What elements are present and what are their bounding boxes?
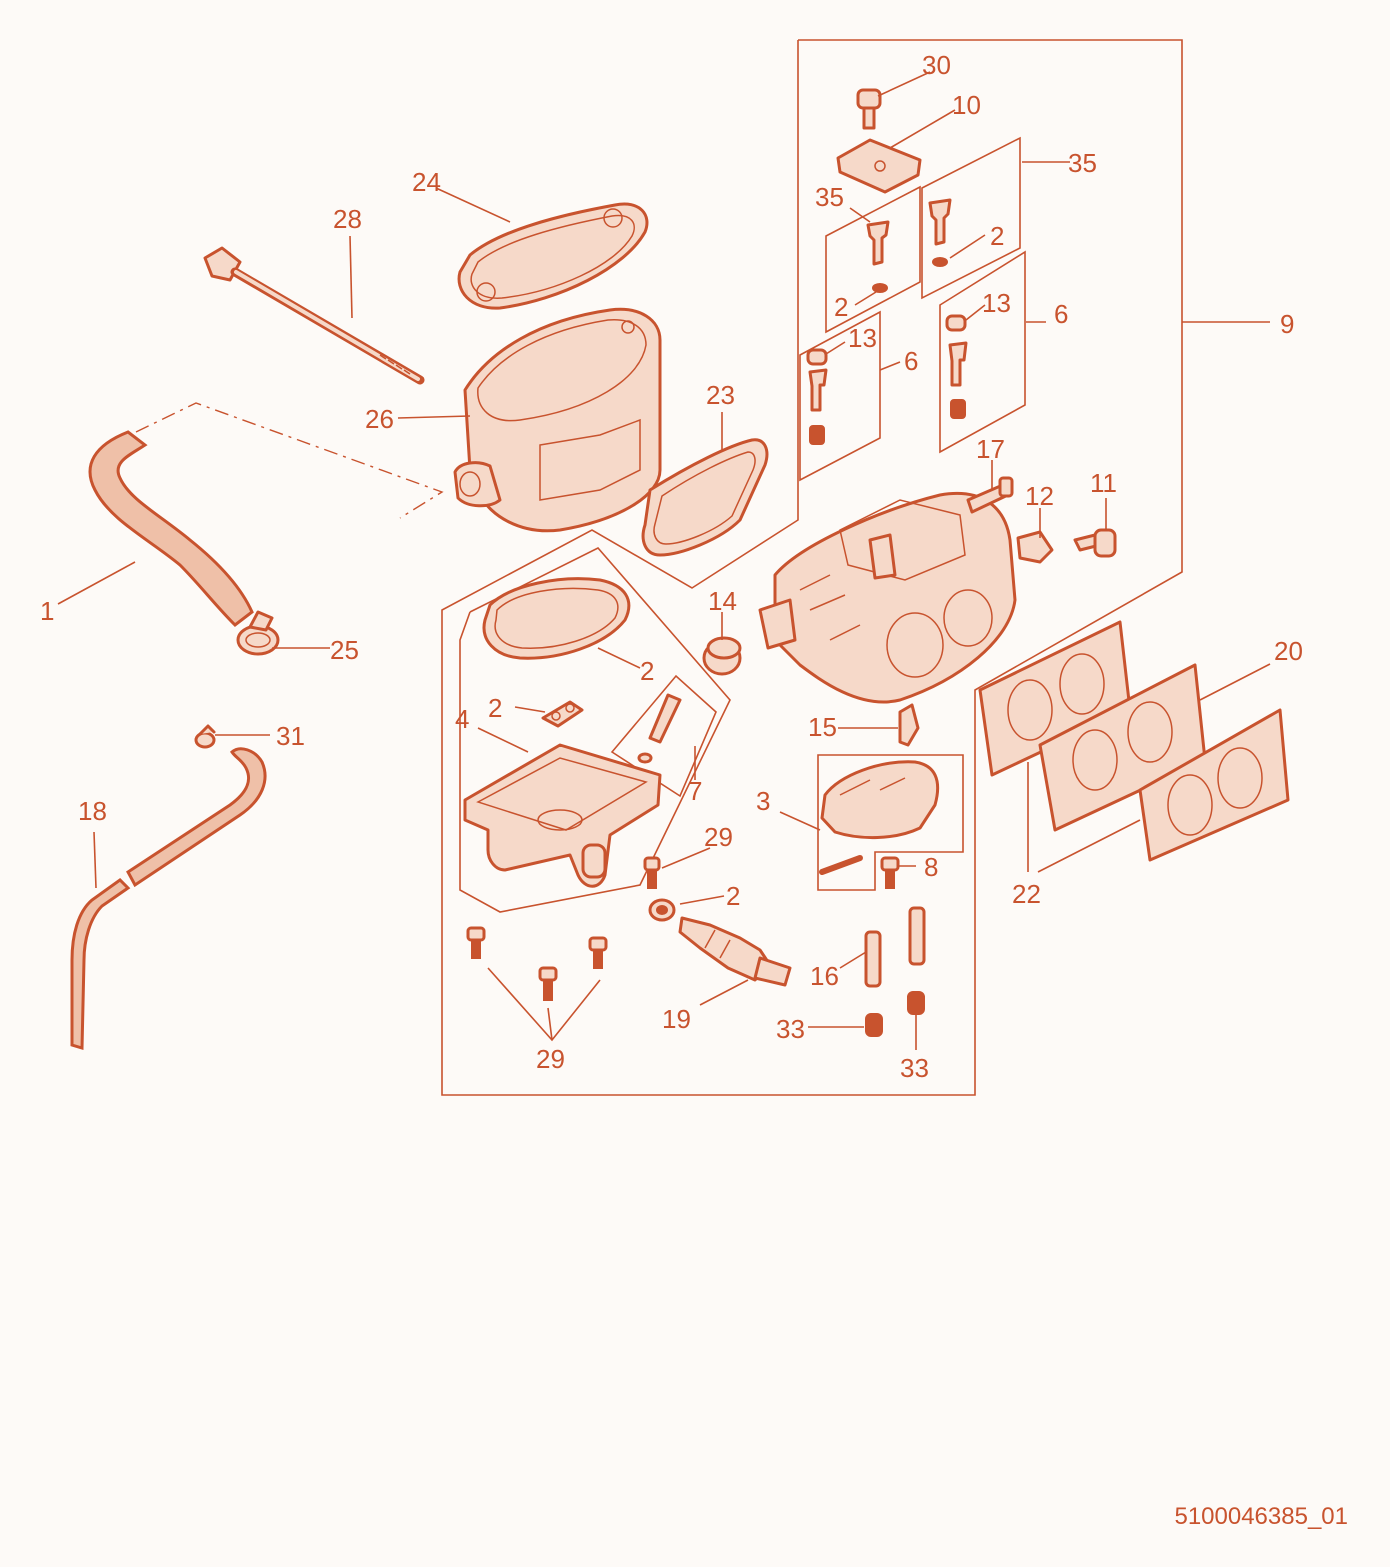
callout-10: 10	[952, 90, 981, 120]
callout-9: 9	[1280, 309, 1294, 339]
callout-2-valve-washer: 2	[726, 881, 740, 911]
long-bolt-part-28	[203, 246, 425, 385]
screw-part-8	[880, 856, 900, 889]
screws-part-29-set	[466, 926, 608, 1001]
jets-part-16	[864, 906, 926, 988]
needle-assembly-part-6-right	[945, 314, 968, 419]
callout-17: 17	[976, 434, 1005, 464]
callout-3: 3	[756, 786, 770, 816]
plug-part-11	[1073, 528, 1117, 558]
callout-1: 1	[40, 596, 54, 626]
callout-2-left-jet: 2	[834, 292, 848, 322]
callout-20: 20	[1274, 636, 1303, 666]
flange-gaskets-part-20-22	[978, 620, 1290, 862]
callout-14: 14	[708, 586, 737, 616]
callout-23: 23	[706, 380, 735, 410]
jet-part-35-right	[928, 198, 952, 267]
float-part-3	[819, 760, 940, 875]
callout-35-right: 35	[1068, 148, 1097, 178]
hose-part-18	[70, 747, 267, 1051]
callout-2-small-gasket: 2	[488, 693, 502, 723]
callout-33-left: 33	[776, 1014, 805, 1044]
callout-30: 30	[922, 50, 951, 80]
callout-6-right: 6	[1054, 299, 1068, 329]
screw-part-29-single	[643, 856, 661, 889]
callout-19: 19	[662, 1004, 691, 1034]
gasket-part-2-bowl	[482, 577, 631, 660]
callout-2-right-jet: 2	[990, 221, 1004, 251]
callout-18: 18	[78, 796, 107, 826]
needle-assembly-part-6-left	[806, 348, 828, 445]
cap-part-33-right	[907, 991, 925, 1015]
carburetor-body-part-9	[758, 492, 1017, 704]
callout-22: 22	[1012, 879, 1041, 909]
small-gasket-part-2	[541, 700, 584, 728]
frame-group-9	[441, 39, 1183, 1096]
cover-plate-part-10	[836, 138, 922, 194]
drawing-number: 5100046385_01	[1174, 1503, 1348, 1530]
callout-16: 16	[810, 961, 839, 991]
callout-33-right: 33	[900, 1053, 929, 1083]
leader-lines	[57, 71, 1271, 1050]
callout-11: 11	[1090, 468, 1117, 498]
callout-28: 28	[333, 204, 362, 234]
frame-group-6-left	[799, 310, 881, 482]
callout-13-left: 13	[848, 323, 877, 353]
washer-part-2-valve	[648, 898, 676, 922]
parts	[70, 88, 1290, 1051]
gasket-part-24	[457, 202, 649, 310]
seal-part-14	[702, 636, 742, 676]
callout-31: 31	[276, 721, 305, 751]
callout-26: 26	[365, 404, 394, 434]
callout-29-single: 29	[704, 822, 733, 852]
frame-group-3	[817, 754, 964, 891]
callout-8: 8	[924, 852, 938, 882]
frame-group-35-left	[825, 185, 921, 334]
callout-6-left: 6	[904, 346, 918, 376]
callout-4: 4	[455, 704, 469, 734]
air-box-part-26	[453, 307, 662, 533]
gasket-part-23	[641, 438, 769, 557]
dashed-hose-route	[135, 402, 444, 519]
frame-group-35-right	[921, 136, 1021, 300]
needle-valve-part-7	[637, 693, 682, 764]
screw-part-30	[856, 88, 882, 130]
callout-24: 24	[412, 167, 441, 197]
callout-25: 25	[330, 635, 359, 665]
float-bowl-part-4	[463, 743, 662, 888]
jet-part-15	[898, 703, 920, 747]
callout-labels: 30 10 35 35 2 2 13 13 6 6 9 24 28 26 23 …	[40, 50, 1303, 1083]
group-frames	[135, 39, 1183, 1096]
jet-part-35-left	[866, 220, 890, 293]
frame-group-6-right	[939, 250, 1026, 454]
callout-2-bowl-gasket: 2	[640, 656, 654, 686]
callout-7: 7	[688, 776, 702, 806]
hose-clamp-part-25	[236, 610, 280, 656]
cap-part-33-left	[865, 1013, 883, 1037]
callout-12: 12	[1025, 481, 1054, 511]
callout-29-set: 29	[536, 1044, 565, 1074]
hose-part-1	[88, 430, 254, 627]
solenoid-valve-part-19	[678, 916, 792, 987]
frame-group-4	[459, 547, 731, 913]
callout-15: 15	[808, 712, 837, 742]
callout-35-left: 35	[815, 182, 844, 212]
sensor-part-12	[1016, 530, 1054, 564]
hose-clip-part-31	[194, 724, 216, 749]
callout-13-right: 13	[982, 288, 1011, 318]
